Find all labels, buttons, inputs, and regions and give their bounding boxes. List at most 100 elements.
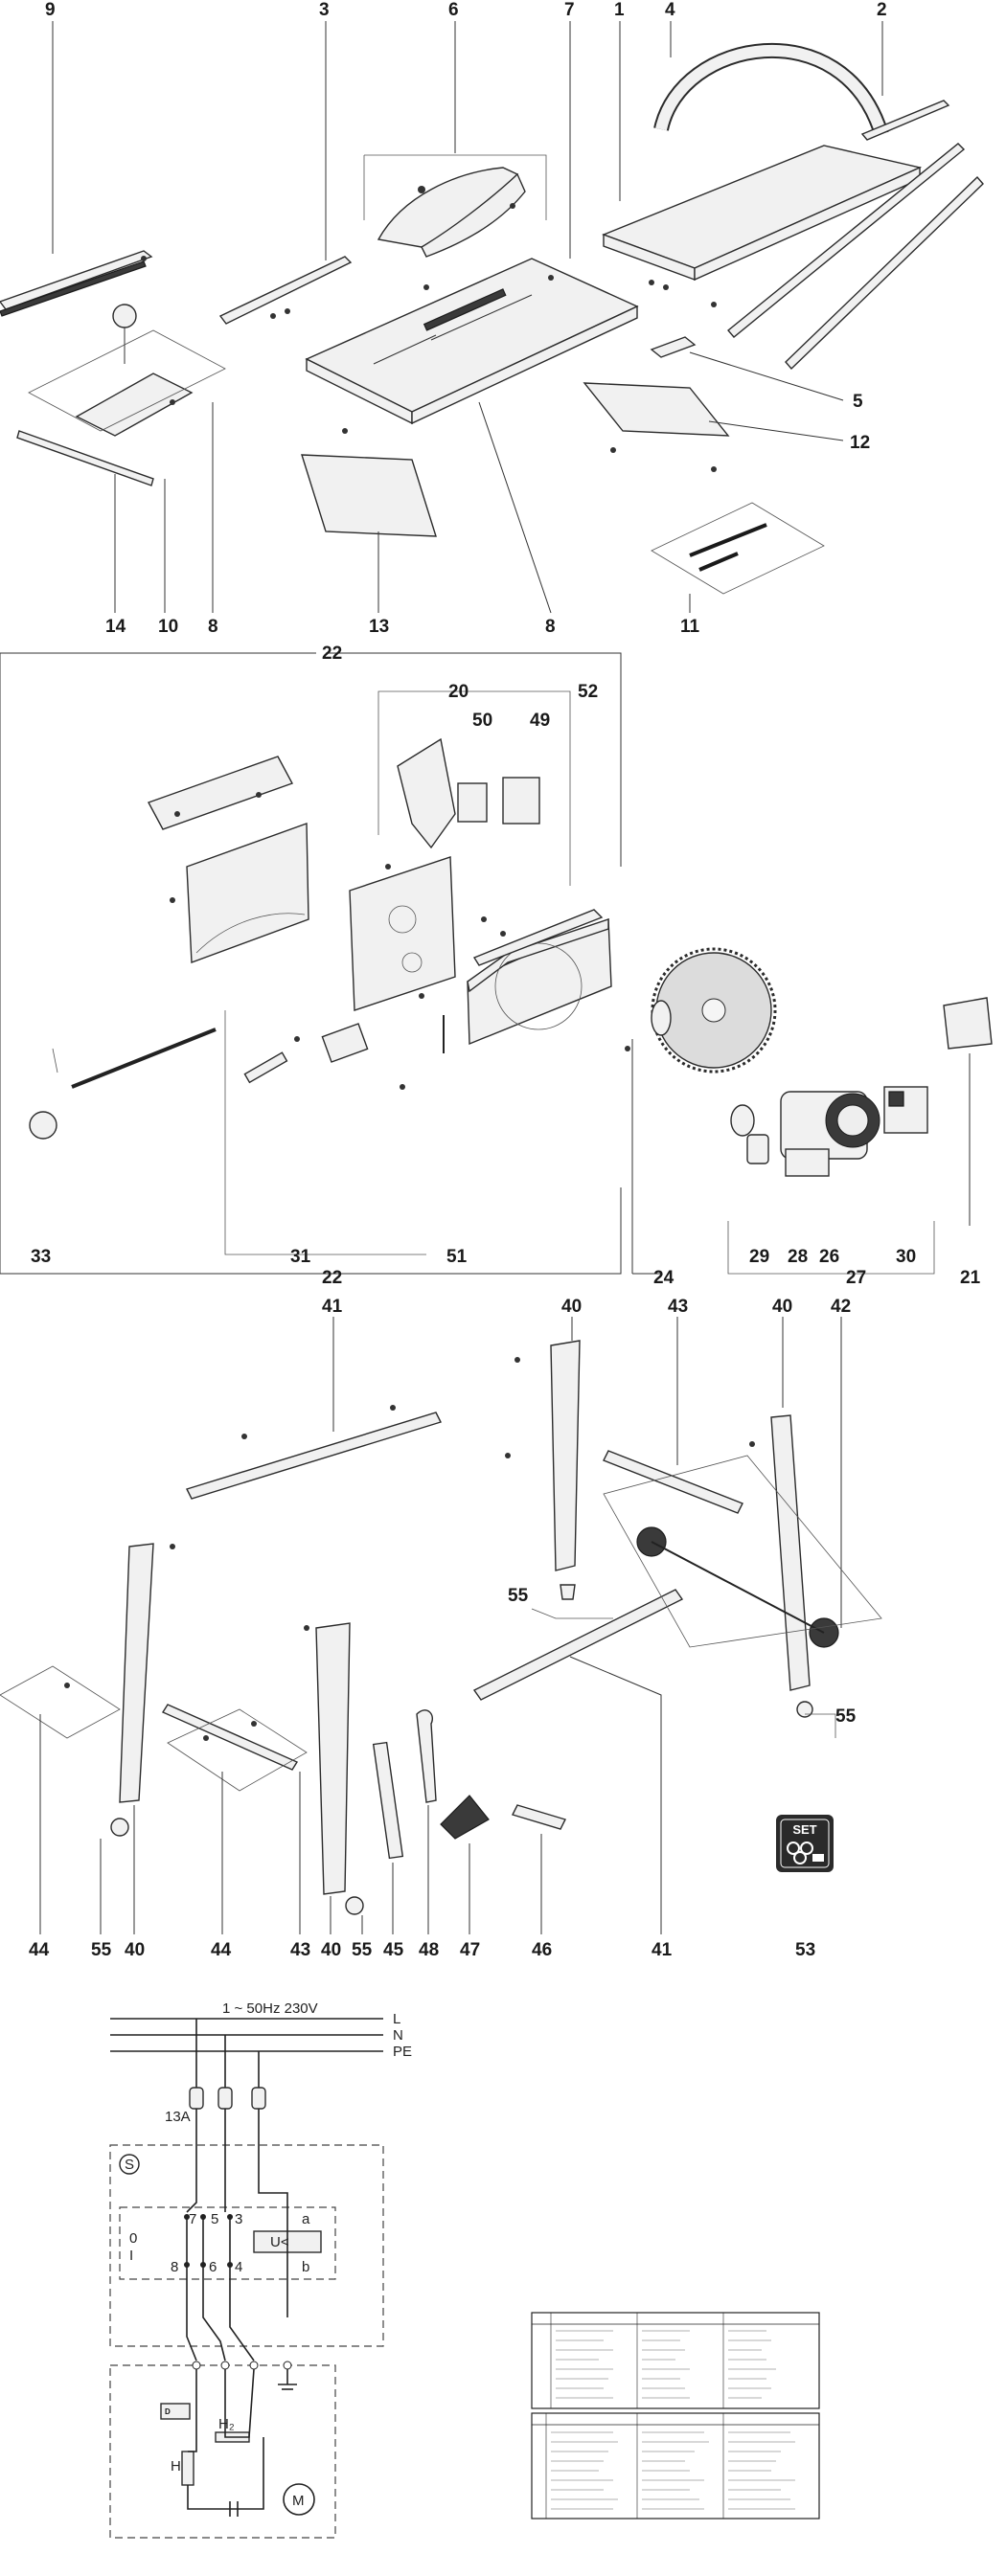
leg-40-b xyxy=(770,1414,811,1691)
rail-l: L xyxy=(393,2011,400,2027)
cross-member-41 xyxy=(186,1412,442,1500)
rail-pe: PE xyxy=(393,2044,412,2060)
dust-hose xyxy=(653,42,889,137)
callout-8b: 8 xyxy=(545,617,556,637)
set-badge: SET xyxy=(776,1815,834,1872)
callout-31: 31 xyxy=(290,1247,311,1267)
callout-24: 24 xyxy=(653,1268,674,1288)
wiring-schematic: 1 ~ 50Hz 230V L N PE 13A S 7 5 3 8 6 4 0 xyxy=(109,2000,412,2539)
winding-aux-label: H₂ xyxy=(218,2416,235,2432)
callout-13: 13 xyxy=(369,617,389,637)
callout-45: 45 xyxy=(383,1940,404,1960)
cam-plate xyxy=(397,737,456,849)
callout-6: 6 xyxy=(448,0,459,20)
callout-2: 2 xyxy=(877,0,887,20)
rail-n: N xyxy=(393,2027,403,2044)
callout-46: 46 xyxy=(532,1940,552,1960)
frame-label-22-top: 22 xyxy=(322,644,342,664)
rail-left xyxy=(0,250,153,310)
mitre-gauge xyxy=(75,373,194,437)
callout-4: 4 xyxy=(665,0,675,20)
switch-box-label: S xyxy=(125,2157,134,2173)
callout-8: 8 xyxy=(208,617,218,637)
callout-55-mid: 55 xyxy=(508,1586,529,1606)
callout-27: 27 xyxy=(846,1268,866,1288)
rail-lower xyxy=(16,430,154,486)
wedge-47 xyxy=(440,1795,490,1840)
callout-40b: 40 xyxy=(321,1940,341,1960)
rail-center xyxy=(218,256,353,325)
part-45 xyxy=(372,1741,404,1860)
winding-main xyxy=(181,2451,194,2486)
callout-33: 33 xyxy=(31,1247,51,1267)
part-29 xyxy=(746,1134,769,1164)
motor-symbol xyxy=(283,2483,315,2516)
symbol-legend-table xyxy=(531,2312,820,2520)
fuse-rating: 13A xyxy=(165,2109,191,2125)
callout-29: 29 xyxy=(749,1247,769,1267)
callout-20: 20 xyxy=(448,682,469,702)
callout-1: 1 xyxy=(614,0,625,20)
frame-label-22-bottom: 22 xyxy=(322,1268,342,1288)
callout-10: 10 xyxy=(158,617,178,637)
callout-44: 44 xyxy=(29,1940,50,1960)
section-table-assembly: 9 3 6 7 1 4 2 5 12 14 10 8 13 8 11 xyxy=(0,0,984,637)
callout-49: 49 xyxy=(530,711,550,731)
contact-6: 6 xyxy=(209,2259,217,2275)
handwheel-knob xyxy=(29,1111,57,1140)
callout-41: 41 xyxy=(652,1940,673,1960)
bracket-50 xyxy=(457,782,488,823)
callout-7: 7 xyxy=(564,0,575,20)
saw-blade xyxy=(651,947,777,1073)
callout-50: 50 xyxy=(472,711,492,731)
contact-5: 5 xyxy=(211,2211,218,2227)
contact-7: 7 xyxy=(189,2211,196,2227)
mark-0: 0 xyxy=(129,2230,137,2247)
mark-1: I xyxy=(129,2248,133,2264)
callout-51: 51 xyxy=(446,1247,468,1267)
callout-9: 9 xyxy=(45,0,56,20)
motor-housing xyxy=(186,823,309,963)
callout-42: 42 xyxy=(831,1297,851,1317)
motor xyxy=(780,1091,880,1177)
leg-40-d xyxy=(315,1622,351,1895)
clamp-46 xyxy=(512,1804,566,1830)
bracket-49 xyxy=(502,777,540,825)
callout-11: 11 xyxy=(680,617,700,637)
callout-5: 5 xyxy=(853,392,863,412)
cross-member-41b xyxy=(472,1589,684,1701)
callout-55-right: 55 xyxy=(835,1706,857,1727)
callout-14: 14 xyxy=(105,617,126,637)
callout-43-top: 43 xyxy=(668,1297,688,1317)
cross-member-43 xyxy=(603,1450,743,1514)
callout-55: 55 xyxy=(91,1940,112,1960)
callout-30: 30 xyxy=(896,1247,916,1267)
callout-43: 43 xyxy=(290,1940,310,1960)
callout-40-top-b: 40 xyxy=(772,1297,792,1317)
switch-21 xyxy=(943,997,993,1050)
callout-48: 48 xyxy=(419,1940,439,1960)
mounting-plate xyxy=(349,856,456,1011)
svg-text:D: D xyxy=(165,2407,171,2416)
relay-label: U< xyxy=(270,2234,289,2250)
callout-55b: 55 xyxy=(352,1940,373,1960)
section-stand: SET 41 40 43 40 42 55 55 44 55 40 44 43 … xyxy=(0,1297,882,1960)
contact-b: b xyxy=(302,2259,309,2275)
motor-label: M xyxy=(292,2493,305,2509)
top-cover xyxy=(147,756,294,830)
callout-21: 21 xyxy=(960,1268,981,1288)
supply-label: 1 ~ 50Hz 230V xyxy=(222,2000,318,2017)
leg-40-c xyxy=(119,1543,154,1803)
callout-26: 26 xyxy=(819,1247,839,1267)
cross-member-43b xyxy=(161,1704,299,1771)
callout-12: 12 xyxy=(850,433,870,453)
contact-4: 4 xyxy=(235,2259,242,2275)
support-rail xyxy=(727,143,966,338)
callout-44b: 44 xyxy=(211,1940,232,1960)
bracket-5 xyxy=(650,336,697,358)
side-plate xyxy=(583,382,730,437)
section-housing-drive: 22 20 50 49 52 33 31 51 24 29 28 26 27 3… xyxy=(0,644,993,1288)
contact-a: a xyxy=(302,2211,310,2227)
callout-47: 47 xyxy=(460,1940,480,1960)
